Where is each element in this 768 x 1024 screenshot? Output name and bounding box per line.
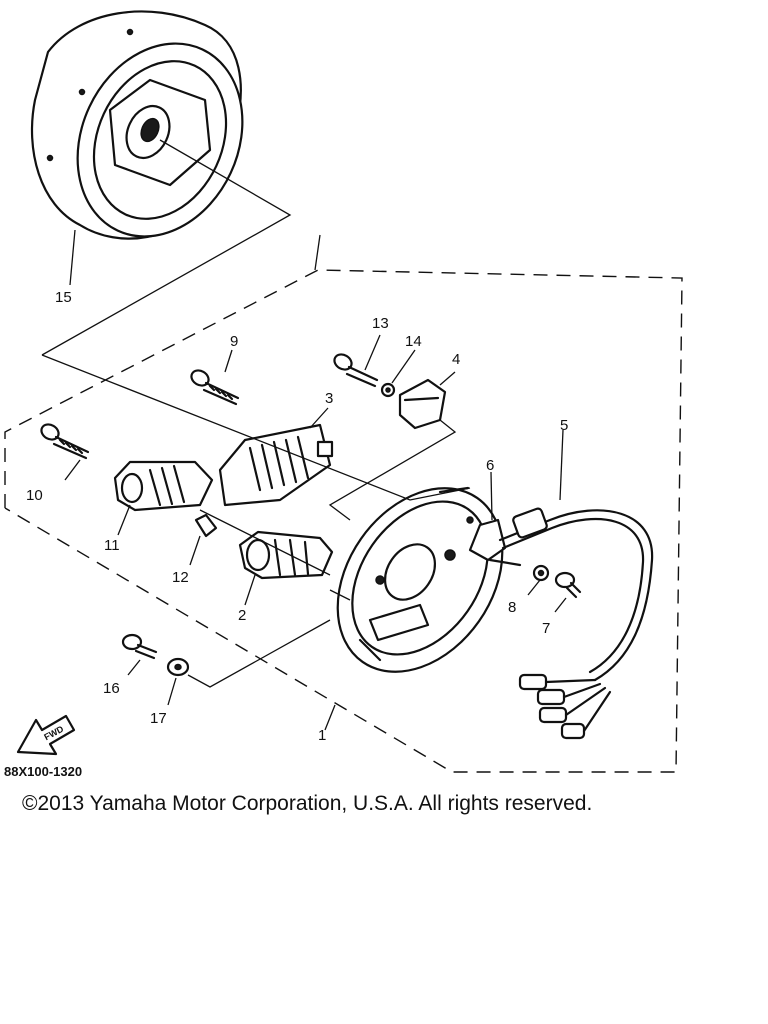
coil-2[interactable] <box>238 530 334 580</box>
washer-8[interactable] <box>532 564 550 582</box>
callout-15: 15 <box>55 289 72 306</box>
callout-17: 17 <box>150 710 167 727</box>
callout-12: 12 <box>172 569 189 586</box>
washer-14[interactable] <box>380 382 396 398</box>
callout-14: 14 <box>405 333 422 350</box>
diagram-code: 88X100-1320 <box>4 764 83 779</box>
parts-diagram: 15 13 9 14 4 3 5 6 10 11 12 2 8 7 16 17 … <box>4 10 683 773</box>
bolt-10[interactable] <box>39 421 90 460</box>
collar-12[interactable] <box>194 513 218 538</box>
screw-16[interactable] <box>121 633 158 660</box>
leader-lines <box>41 139 567 731</box>
callout-labels: 15 13 9 14 4 3 5 6 10 11 12 2 8 7 16 17 … <box>26 289 568 744</box>
callout-10: 10 <box>26 487 43 504</box>
callout-13: 13 <box>372 315 389 332</box>
callout-6: 6 <box>486 457 494 474</box>
callout-1: 1 <box>318 727 326 744</box>
callout-4: 4 <box>452 351 460 368</box>
callout-8: 8 <box>508 599 516 616</box>
bolt-9[interactable] <box>189 367 240 406</box>
coil-11[interactable] <box>113 460 214 512</box>
copyright-notice: ©2013 Yamaha Motor Corporation, U.S.A. A… <box>22 792 593 815</box>
callout-11: 11 <box>104 537 120 554</box>
callout-2: 2 <box>238 607 246 624</box>
callout-16: 16 <box>103 680 120 697</box>
washer-17[interactable] <box>166 657 190 677</box>
callout-7: 7 <box>542 620 550 637</box>
callout-3: 3 <box>325 390 333 407</box>
callout-5: 5 <box>560 417 568 434</box>
wire-harness-5[interactable] <box>498 507 654 740</box>
forward-arrow-icon: FWD <box>16 714 76 756</box>
screw-7[interactable] <box>554 571 582 599</box>
flywheel-rotor[interactable] <box>30 10 273 263</box>
clamp-6[interactable] <box>468 518 522 567</box>
bolt-13[interactable] <box>332 351 379 388</box>
callout-9: 9 <box>230 333 238 350</box>
pickup-coil-4[interactable] <box>398 378 447 430</box>
charging-coil-3[interactable] <box>218 423 334 507</box>
assembly-boundary <box>4 269 683 773</box>
stator-plate-1[interactable] <box>304 457 537 703</box>
